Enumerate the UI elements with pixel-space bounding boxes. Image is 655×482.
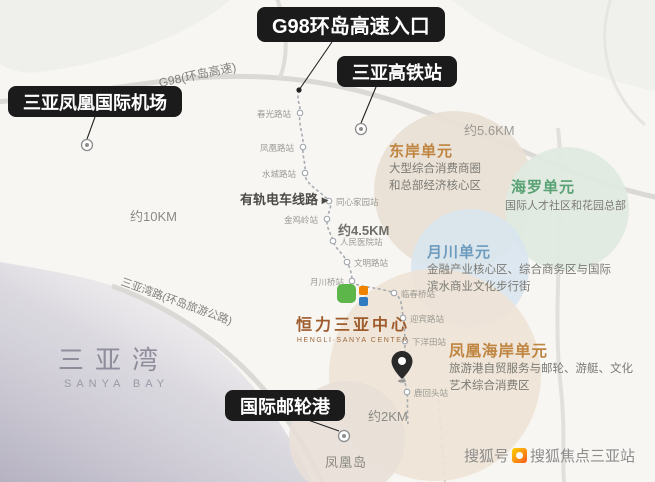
airport-station-icon	[80, 138, 94, 152]
phoenix-coast-title: 凤凰海岸单元	[449, 343, 549, 360]
watermark-suffix: 搜狐焦点三亚站	[530, 448, 636, 465]
tram-line-label-text: 有轨电车线路	[240, 192, 319, 207]
tram-station-dots	[296, 109, 411, 396]
east-unit-title: 东岸单元	[389, 143, 454, 160]
hengli-logo: 恒力三亚中心 HENGLI·SANYA CENTER	[292, 284, 414, 344]
airport-connector	[86, 116, 96, 140]
logo-green-square	[336, 284, 356, 303]
phoenix-island-label: 凤凰岛	[325, 455, 368, 470]
station-label: 迎宾路站	[410, 314, 445, 324]
station-label: 鹿回头站	[414, 388, 449, 398]
phoenix-coast-desc-line1: 旅游港自贸服务与邮轮、游艇、文化	[449, 363, 633, 375]
project-name-cn: 恒力三亚中心	[295, 317, 410, 334]
hsr-connector	[360, 86, 377, 124]
tram-arrow-icon: ▶	[321, 195, 329, 205]
yuechuan-unit-title: 月川单元	[427, 244, 492, 261]
location-pin-icon	[391, 351, 413, 383]
station-label: 同心家园站	[336, 197, 379, 207]
distance-airport: 约10KM	[130, 209, 177, 224]
g98-entrance-label: G98环岛高速入口	[257, 7, 445, 42]
phoenix-coast-desc-line2: 艺术综合消费区	[449, 380, 530, 392]
sanya-bay-cn: 三亚湾	[58, 345, 170, 375]
station-label: 水城路站	[262, 169, 297, 179]
g98-entry-dot	[296, 87, 302, 93]
station-label: 凤凰路站	[260, 143, 295, 153]
phoenix-coast-desc: 旅游港自贸服务与邮轮、游艇、文化 艺术综合消费区	[449, 361, 633, 395]
yuechuan-unit-desc-line2: 滨水商业文化步行街	[427, 281, 531, 293]
station-label: 金鸡岭站	[284, 215, 319, 225]
station-label: 临春桥站	[401, 289, 436, 299]
logo-orange-square	[358, 286, 368, 295]
hengli-logo-icon	[336, 284, 370, 307]
station-label: 人民医院站	[340, 237, 383, 247]
logo-blue-square	[358, 297, 368, 306]
east-unit-desc: 大型综合消费商圈 和总部经济核心区	[389, 161, 481, 195]
airport-label: 三亚凤凰国际机场	[8, 86, 182, 117]
station-label: 月川桥站	[310, 277, 345, 287]
topright-road-path	[603, 0, 647, 127]
hailuo-unit-desc: 国际人才社区和花园总部	[505, 200, 626, 212]
g98-connector	[298, 41, 333, 91]
land-blob-topleft	[0, 0, 231, 73]
sanya-bay-en: SANYA BAY	[64, 378, 170, 390]
watermark-prefix: 搜狐号	[464, 448, 510, 465]
yuechuan-unit-desc: 金融产业核心区、综合商务区与国际 滨水商业文化步行街	[427, 262, 611, 296]
distance-cruise: 约2KM	[368, 409, 408, 424]
sea-area	[0, 262, 312, 482]
station-label: 下洋田站	[412, 337, 447, 347]
tram-line-label: 有轨电车线路 ▶	[240, 189, 329, 208]
yuechuan-unit-desc-line1: 金融产业核心区、综合商务区与国际	[427, 264, 611, 276]
hsr-station-label: 三亚高铁站	[337, 56, 457, 87]
distance-east: 约5.6KM	[464, 123, 515, 138]
project-name-en: HENGLI·SANYA CENTER	[296, 337, 410, 344]
hailuo-unit-title: 海罗单元	[511, 179, 576, 196]
distance-center: 约4.5KM	[338, 223, 390, 238]
watermark: 搜狐号 搜狐焦点三亚站	[464, 445, 635, 466]
sohu-logo-icon	[512, 448, 528, 463]
cruise-station-icon	[337, 429, 351, 443]
cruise-port-label: 国际邮轮港	[225, 390, 345, 421]
east-unit-desc-line2: 和总部经济核心区	[389, 180, 481, 192]
hsr-station-icon	[354, 122, 368, 136]
cruise-connector	[307, 419, 340, 432]
station-label: 文明路站	[354, 258, 389, 268]
station-label: 春光路站	[257, 109, 292, 119]
east-unit-desc-line1: 大型综合消费商圈	[389, 163, 481, 175]
